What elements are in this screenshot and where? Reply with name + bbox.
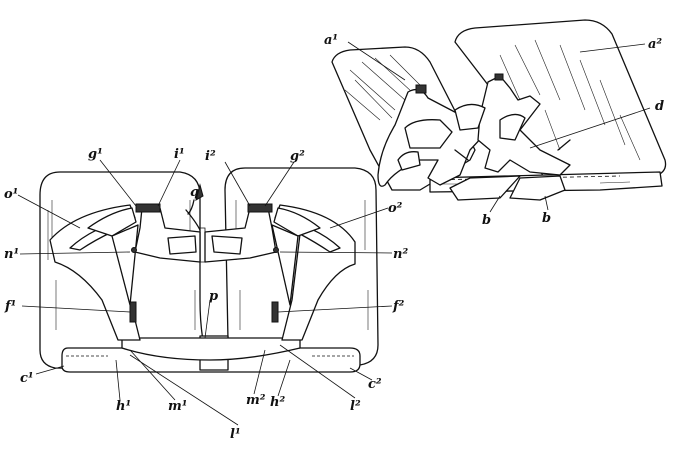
- arch-right: [274, 204, 356, 341]
- pivot-n2: [273, 247, 279, 253]
- label-b-left: b: [482, 213, 491, 228]
- leaf-a2-shading: [499, 39, 641, 161]
- foot-b-left: [449, 175, 521, 201]
- label-c1: c¹: [20, 371, 34, 386]
- label-h1: h¹: [116, 399, 131, 414]
- label-a2: a²: [648, 37, 662, 52]
- spring-q: [185, 199, 201, 231]
- label-g1: g¹: [88, 147, 103, 162]
- clip-g1: [135, 203, 161, 213]
- label-i1: i¹: [174, 147, 185, 162]
- label-n2: n²: [393, 247, 408, 262]
- label-h2: h²: [270, 395, 285, 410]
- label-m2: m²: [246, 393, 266, 408]
- bracket-right: [477, 75, 571, 176]
- label-l2: l²: [350, 399, 361, 414]
- clip-f1: [129, 301, 137, 323]
- label-l1: l¹: [230, 427, 241, 442]
- arch-left: [49, 204, 141, 341]
- perspective-view: [331, 19, 667, 201]
- label-g2: g²: [290, 149, 305, 164]
- label-o2: o²: [388, 201, 403, 216]
- label-p: p: [209, 289, 218, 304]
- clip-g2: [247, 203, 273, 213]
- label-b-right: b: [542, 211, 551, 226]
- label-q: q: [190, 185, 199, 200]
- label-f1: f¹: [4, 299, 16, 314]
- clip-f2: [271, 301, 279, 323]
- label-c2: c²: [368, 377, 382, 392]
- label-d: d: [655, 99, 664, 114]
- label-n1: n¹: [4, 247, 19, 262]
- label-a1: a¹: [324, 33, 338, 48]
- label-i2: i²: [205, 149, 216, 164]
- clip-top: [494, 73, 504, 81]
- clip-left: [415, 84, 427, 94]
- labels: a¹ a² d b b g¹ i¹ i² g² q o¹ o² n¹ n² f¹…: [4, 33, 664, 442]
- leaders: [17, 41, 651, 426]
- label-f2: f²: [392, 299, 405, 314]
- plan-view: [39, 167, 379, 373]
- foot-b-right: [509, 175, 566, 201]
- label-o1: o¹: [4, 187, 18, 202]
- label-m1: m¹: [168, 399, 187, 414]
- pivot-n1: [131, 247, 137, 253]
